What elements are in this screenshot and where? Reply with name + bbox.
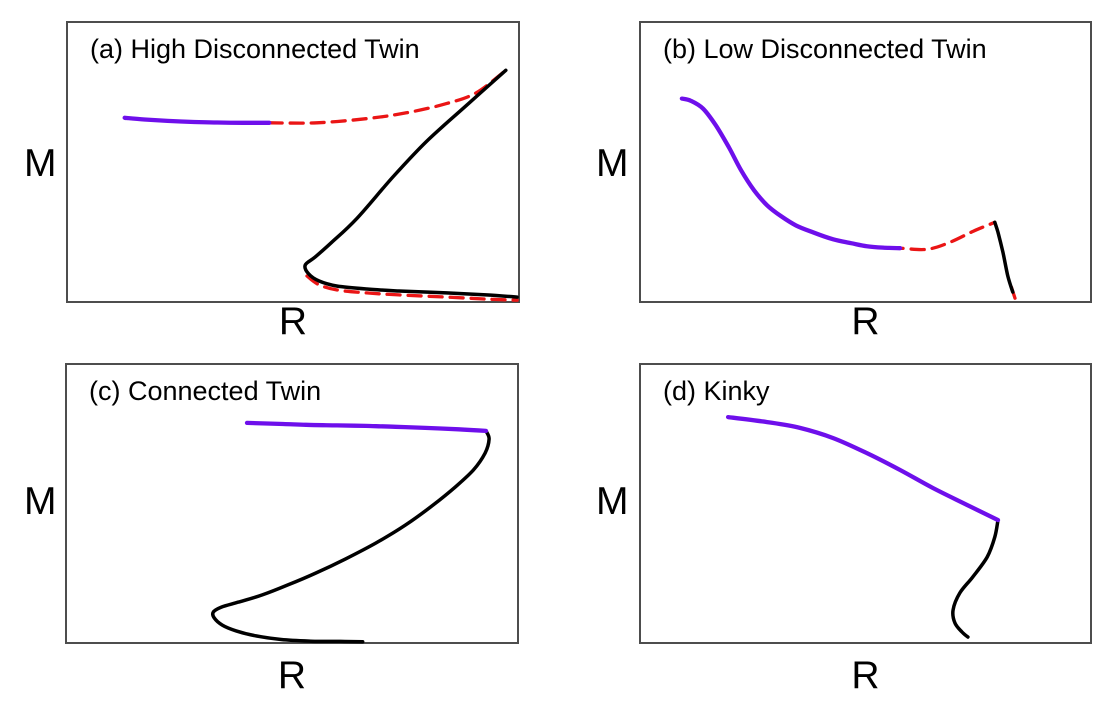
- panel-d-title: (d) Kinky: [663, 376, 770, 406]
- panel-a-xlabel: R: [278, 300, 308, 343]
- panel-c-xlabel: R: [277, 654, 307, 697]
- panel-d-lower-branch-black-solid: [951, 518, 1000, 639]
- panel-d-ylabel: M: [596, 480, 629, 523]
- panel-b-plot: [679, 96, 1017, 300]
- panel-c-stable-branch-purple-solid: [244, 420, 489, 434]
- panel-b-twin-branch-black-solid: [993, 220, 1015, 294]
- panel-a-ylabel: M: [24, 142, 57, 185]
- panel-d-xlabel: R: [851, 654, 880, 697]
- panel-c-title: (c) Connected Twin: [89, 376, 322, 406]
- panel-a-twin-branch-purple-solid: [122, 115, 272, 125]
- panel-b-stable-branch-purple-solid: [679, 96, 903, 251]
- panel-b: (b) Low Disconnected Twin: [639, 21, 1092, 303]
- panel-b-xlabel: R: [851, 300, 880, 343]
- panel-b-unstable-branch-red-dashed: [680, 96, 997, 252]
- panel-a: (a) High Disconnected Twin: [66, 21, 520, 303]
- panel-a-upper-unstable-branch-red-dashed: [267, 68, 508, 125]
- panel-d-plot: [725, 414, 1001, 639]
- panel-c-ylabel: M: [24, 480, 57, 523]
- panel-b-ylabel: M: [596, 142, 629, 185]
- panel-d-kinky-branch-purple-solid: [725, 414, 1001, 523]
- panel-c-connected-branch-black-solid: [210, 429, 491, 644]
- panel-a-stable-branch-black-solid: [303, 68, 519, 299]
- panel-c: (c) Connected Twin: [65, 363, 519, 644]
- panel-d: (d) Kinky: [639, 363, 1092, 644]
- panel-a-lower-unstable-branch-red-dashed: [305, 274, 519, 302]
- panel-a-plot: [122, 68, 519, 302]
- panel-b-title: (b) Low Disconnected Twin: [663, 34, 987, 64]
- panel-c-plot: [210, 420, 491, 644]
- panel-a-title: (a) High Disconnected Twin: [90, 34, 420, 64]
